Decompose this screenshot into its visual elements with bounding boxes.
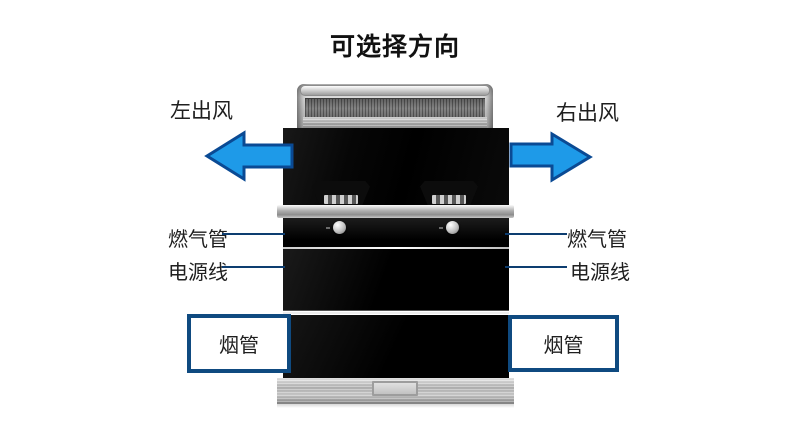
diagram-title: 可选择方向 [329,33,460,61]
right-air-outlet-label: 右出风 [556,102,619,125]
power-cord-label-right: 电源线 [570,262,630,284]
hood-mesh-filter [305,98,485,118]
control-panel [283,218,509,249]
flue-label-right: 烟管 [543,335,584,357]
panel-divider-bottom-shadow [283,310,509,311]
power-cord-leader-right [505,266,567,268]
hood-lower-band [303,117,487,129]
burner-right [420,181,478,206]
ground-shadow [277,404,514,408]
base-plinth [277,378,514,404]
burner-left-core [324,195,358,204]
flue-label-left: 烟管 [219,335,259,357]
gas-pipe-label-left: 燃气管 [168,229,228,251]
flue-box-left: 烟管 [187,314,291,373]
hood-top-strip [300,85,490,96]
middle-drawer [283,249,509,311]
burner-right-core [432,195,466,204]
power-cord-label-left: 电源线 [168,262,228,284]
right-arrow-icon [509,131,593,183]
gas-pipe-label-right: 燃气管 [567,229,627,251]
power-cord-leader-left [222,266,285,268]
gas-pipe-leader-right [505,233,567,235]
gas-pipe-leader-left [222,233,285,235]
panel-divider-top [283,247,509,249]
knob-left [326,221,346,234]
knob-right [439,221,459,234]
flue-box-right: 烟管 [508,315,619,372]
left-arrow-icon [204,130,294,182]
countertop-edge [277,205,514,218]
plinth-vent [372,381,418,396]
panel-divider-bottom [283,312,509,314]
burner-left [312,181,370,206]
left-air-outlet-label: 左出风 [170,100,233,123]
bottom-drawer [283,315,509,378]
